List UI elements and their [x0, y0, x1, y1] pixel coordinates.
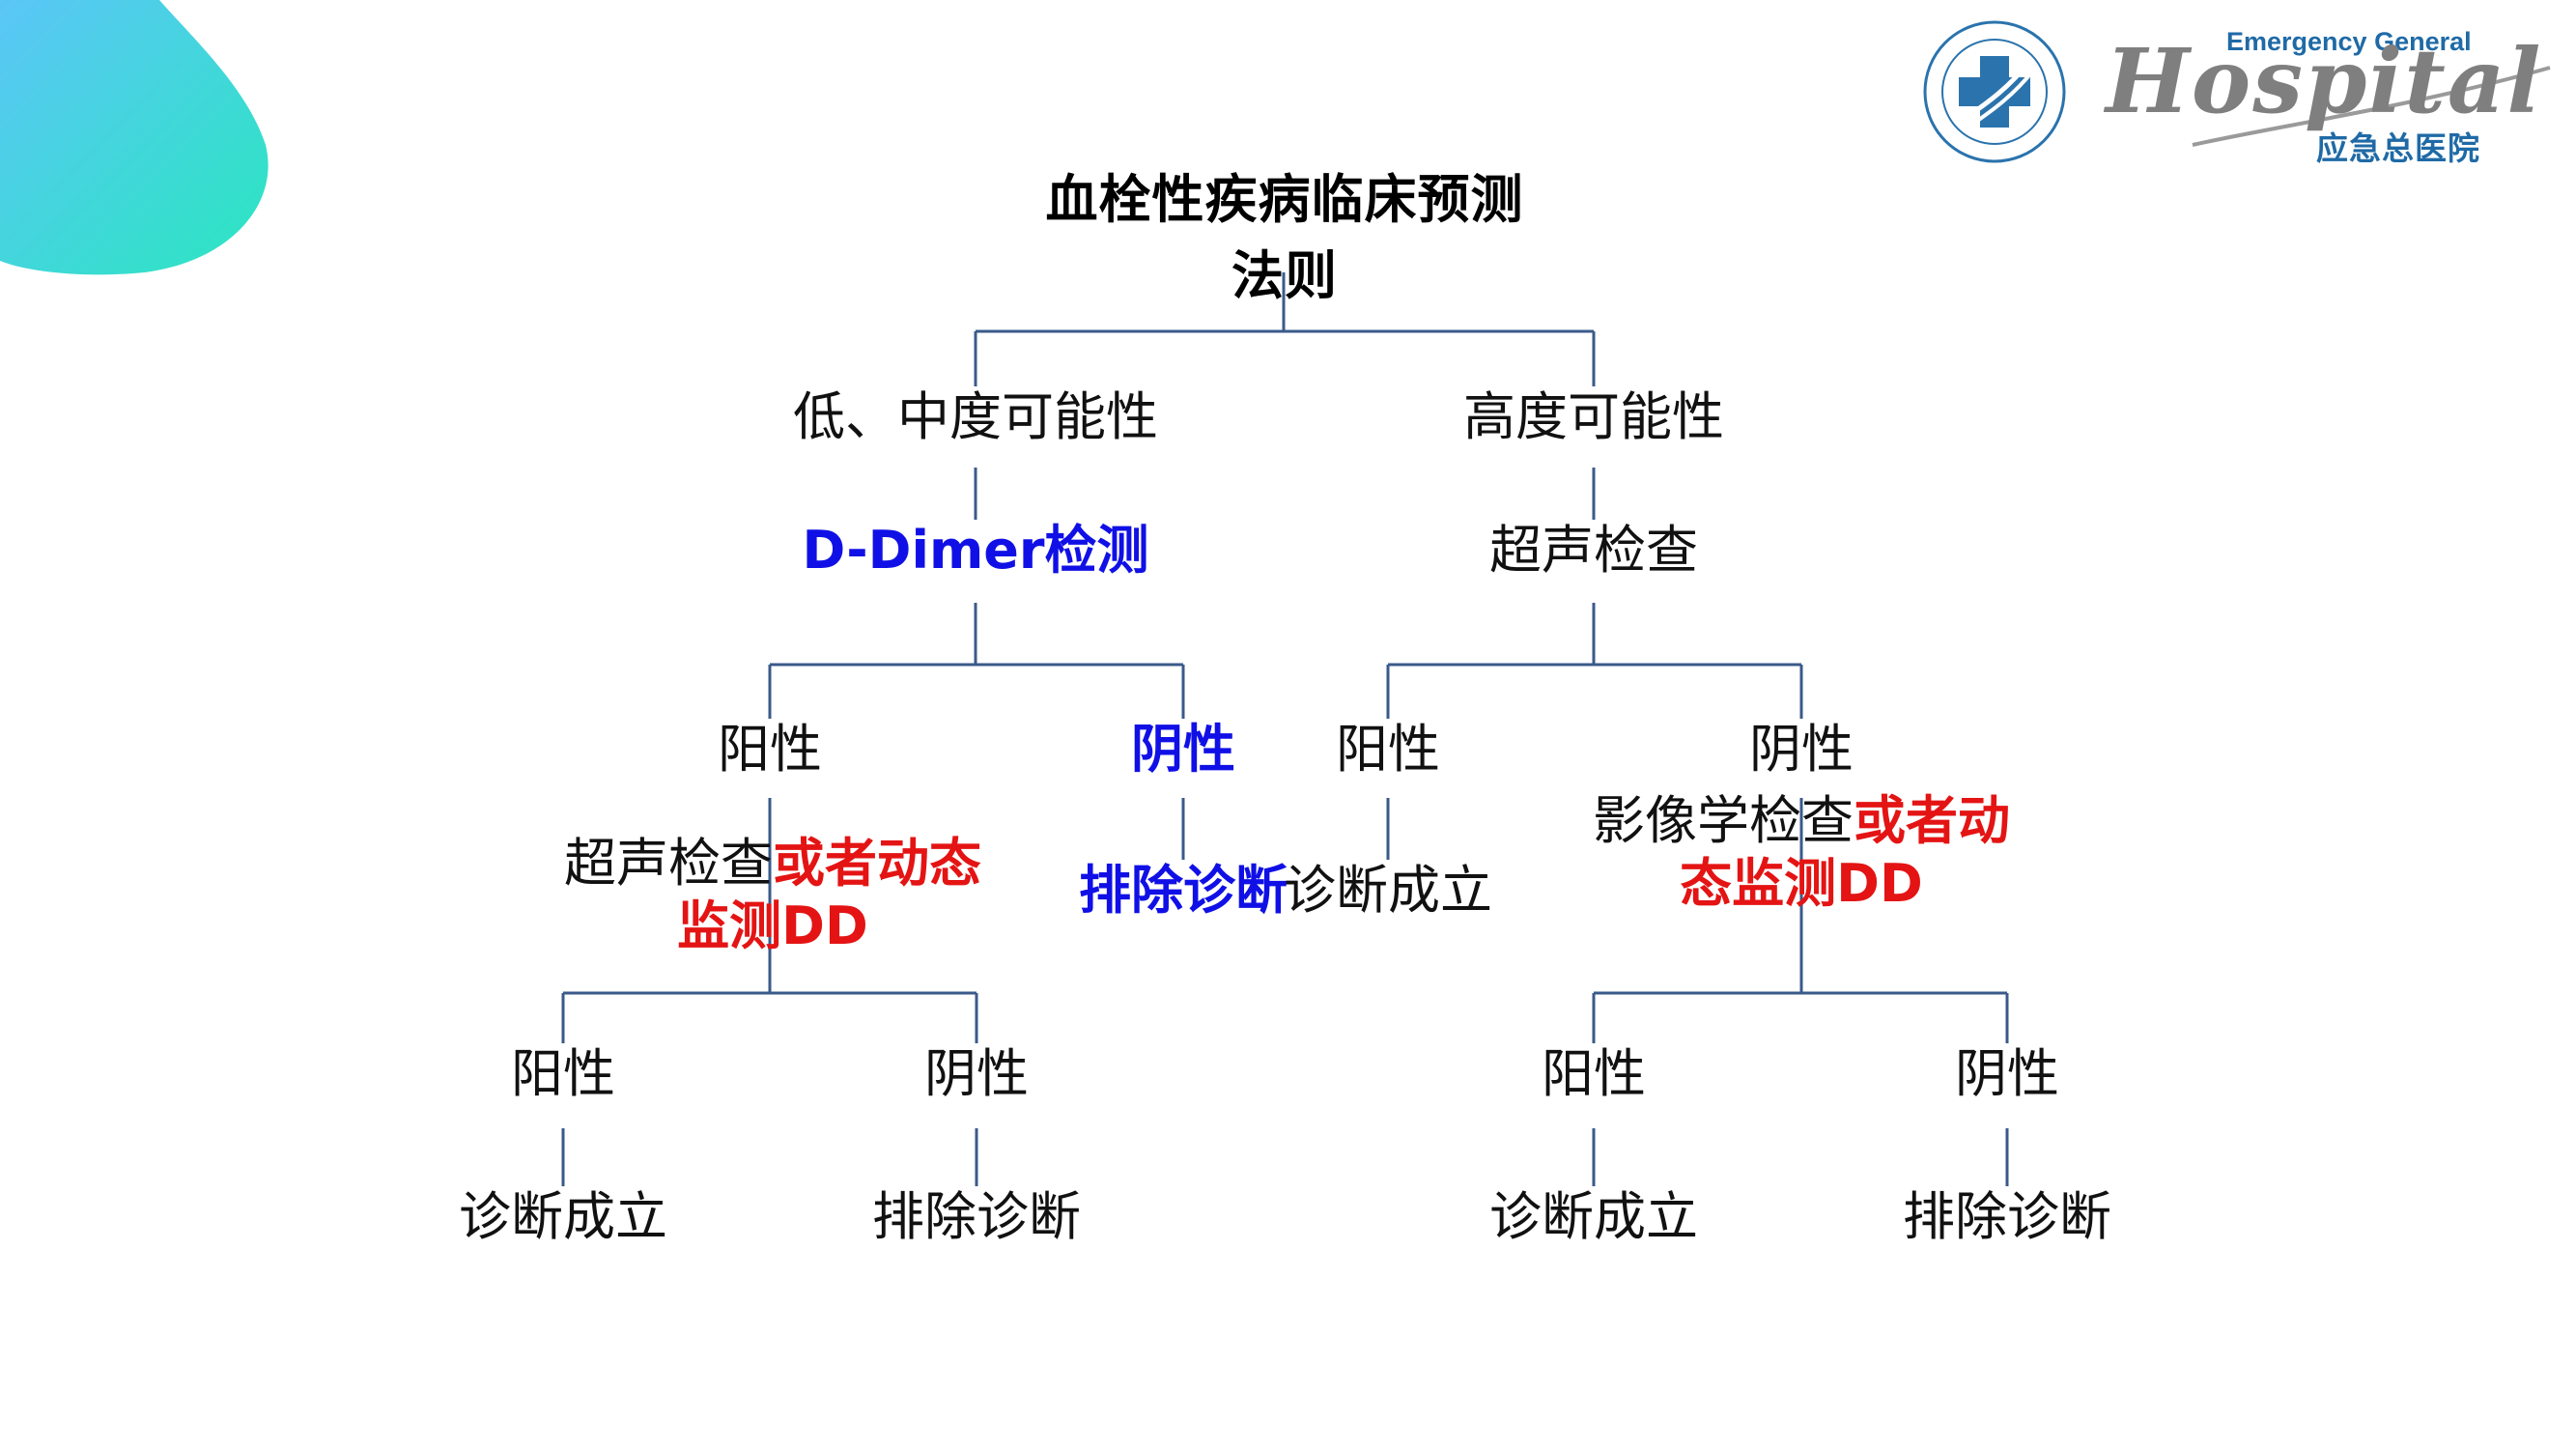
node-low-mid-probability: 低、中度可能性: [793, 386, 1158, 447]
node-hh-positive-result: 诊断成立: [1489, 1186, 1698, 1247]
action-imaging-text: 影像学检查: [1593, 790, 1854, 851]
node-left-positive: 阳性: [718, 719, 822, 780]
page-title: 血栓性疾病临床预测法则: [1045, 169, 1524, 306]
node-hh-positive: 阳性: [1542, 1043, 1646, 1104]
node-high-positive-result: 诊断成立: [1284, 860, 1492, 921]
node-high-positive: 阳性: [1336, 719, 1440, 780]
node-hh-negative-result: 排除诊断: [1903, 1186, 2111, 1247]
node-left-negative-result: 排除诊断: [1079, 860, 1288, 921]
action-or-dyn-text: 或者动: [1854, 790, 2010, 851]
action-monitor-dd-text: 监测DD: [677, 895, 868, 956]
corner-gradient-blob: [0, 0, 269, 275]
action-state-monitor-dd-text: 态监测DD: [1680, 852, 1923, 914]
node-ddimer-test: D-Dimer检测: [802, 520, 1149, 581]
node-ll-positive: 阳性: [511, 1043, 615, 1104]
action-or-dynamic-text: 或者动态: [773, 833, 981, 894]
logo-script-text: Hospital: [2106, 29, 2543, 133]
node-left-negative: 阴性: [1131, 719, 1235, 780]
node-high-negative-action: 影像学检查或者动 态监测DD: [1565, 790, 2038, 916]
logo-chinese-text: 应急总医院: [2316, 129, 2480, 167]
node-ll-negative-result: 排除诊断: [872, 1186, 1081, 1247]
hospital-emblem: [1923, 20, 2551, 163]
logo-english-text: Emergency General: [2226, 27, 2472, 56]
node-high-probability: 高度可能性: [1463, 386, 1724, 447]
node-ll-negative: 阴性: [924, 1043, 1029, 1104]
node-high-negative: 阴性: [1749, 719, 1854, 780]
node-ultrasound-high: 超声检查: [1489, 520, 1698, 581]
action-ultrasound-text: 超声检查: [564, 833, 773, 894]
node-ll-positive-result: 诊断成立: [459, 1186, 667, 1247]
node-left-positive-action: 超声检查或者动态 监测DD: [522, 833, 1024, 958]
node-hh-negative: 阴性: [1955, 1043, 2059, 1104]
